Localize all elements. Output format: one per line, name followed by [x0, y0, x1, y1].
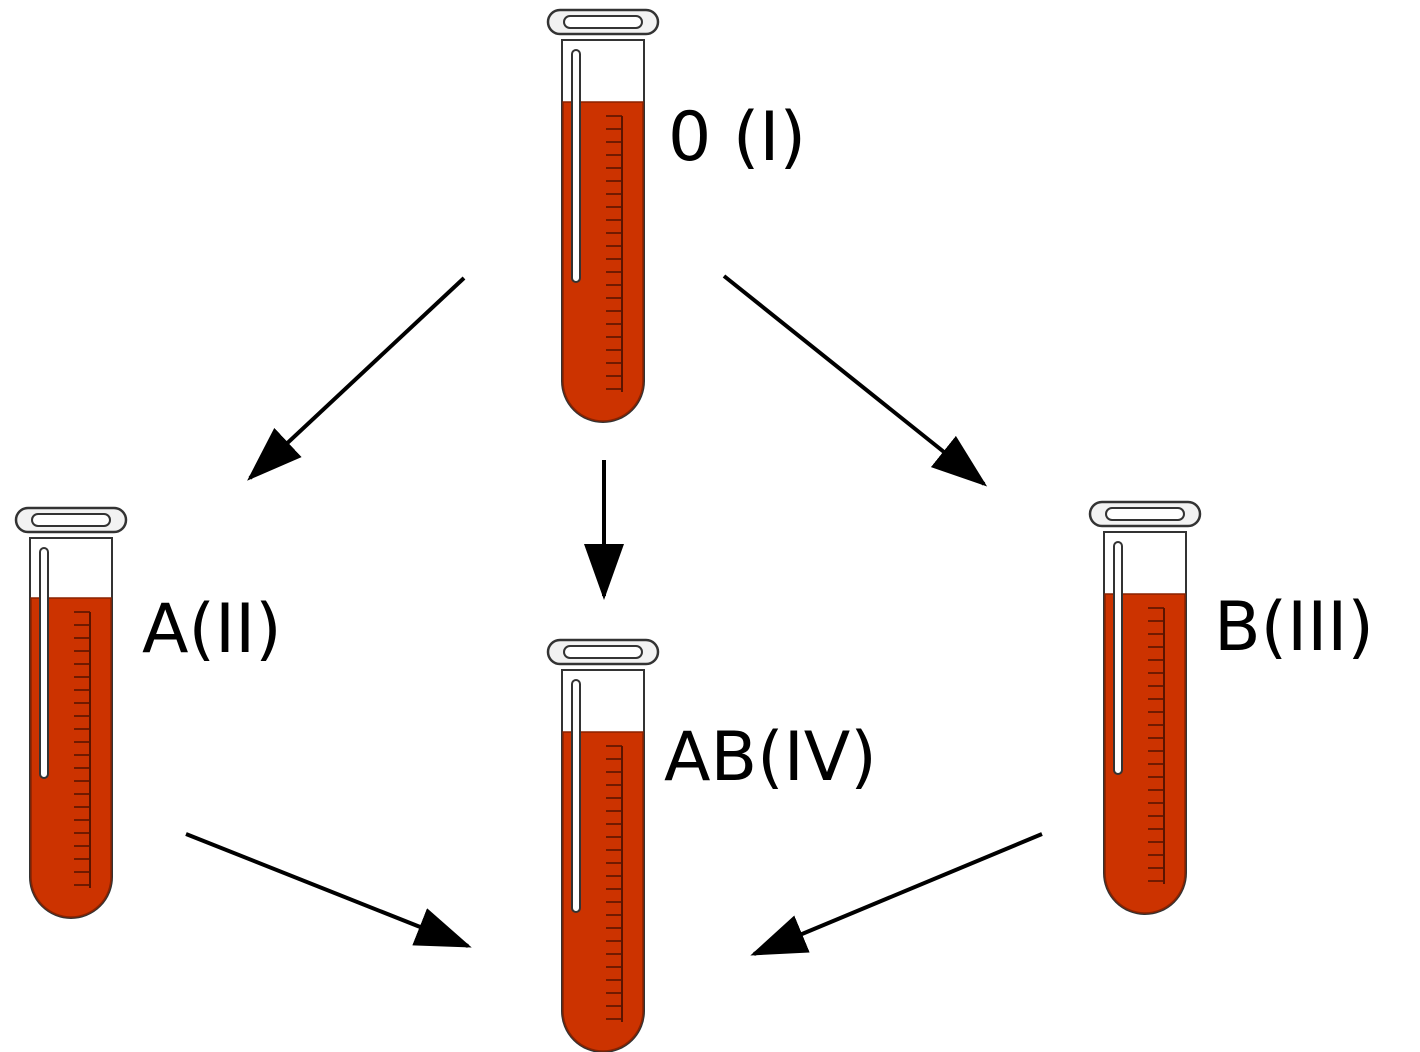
- tube-b: [1088, 500, 1202, 915]
- tube-o: [546, 8, 660, 423]
- tube-cap-inner: [563, 645, 643, 659]
- tube-highlight: [571, 49, 581, 283]
- tube-label-o: 0 (I): [668, 98, 806, 177]
- tube-label-b: B(III): [1214, 588, 1374, 667]
- arrow-a-to-ab: [185, 832, 472, 948]
- tube-ab: [546, 638, 660, 1052]
- tube-highlight: [571, 679, 581, 913]
- tube-cap-inner: [1105, 507, 1185, 521]
- tube-a: [14, 506, 128, 919]
- tube-highlight: [1113, 541, 1123, 775]
- tube-cap-inner: [31, 513, 111, 527]
- tube-highlight: [39, 547, 49, 779]
- arrow-o-to-b: [722, 274, 988, 487]
- tube-label-a: A(II): [142, 590, 282, 669]
- tube-cap-inner: [563, 15, 643, 29]
- tube-label-ab: AB(IV): [664, 718, 877, 797]
- arrow-o-to-a: [247, 276, 466, 481]
- arrow-b-to-ab: [750, 832, 1043, 956]
